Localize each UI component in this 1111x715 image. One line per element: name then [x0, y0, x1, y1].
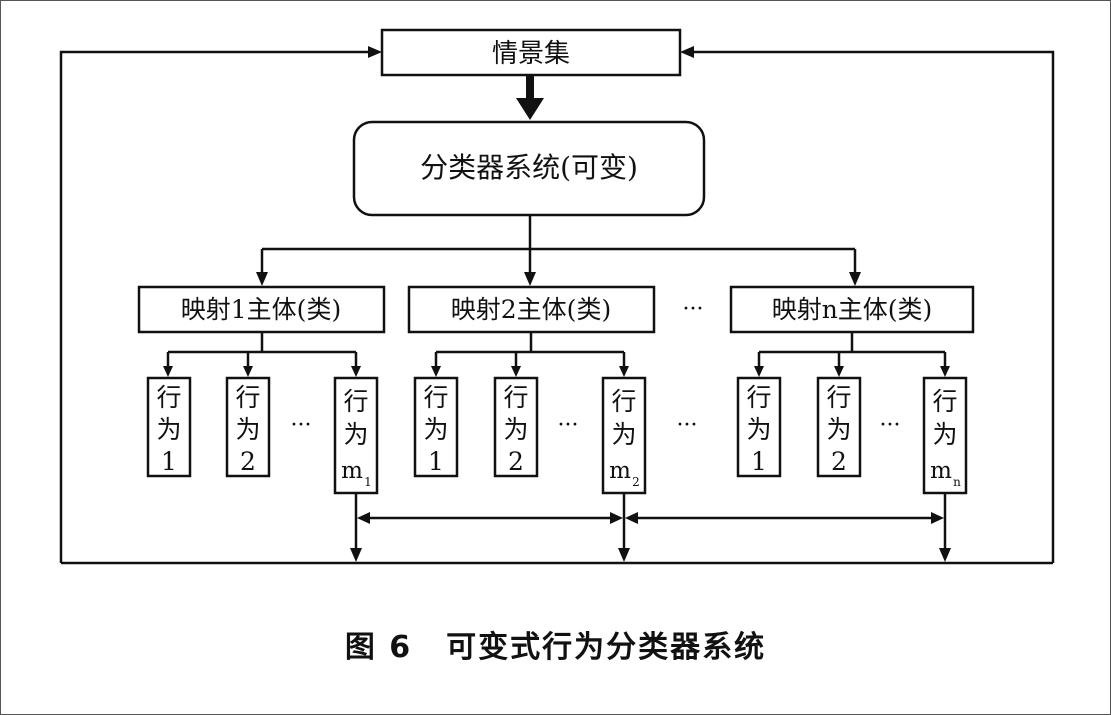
behavior-number: 1	[428, 447, 444, 476]
behavior-box	[736, 376, 782, 478]
behavior-number: 2	[240, 447, 256, 476]
subject-2-box	[407, 285, 656, 334]
behavior-char: 行	[932, 387, 957, 416]
link-arrowhead	[931, 512, 944, 524]
behavior-char: 行	[235, 383, 260, 412]
behavior-variable: m	[930, 458, 952, 484]
m1-down-arrowhead	[350, 548, 362, 562]
subject-1-box	[137, 285, 386, 334]
behavior-char: 行	[503, 383, 528, 412]
subject-2-label: 映射2主体(类)	[451, 295, 611, 324]
feedback-right-arrowhead	[680, 46, 694, 58]
behavior-ellipsis: ···	[880, 413, 901, 438]
figure-number: 图 6	[344, 630, 413, 665]
subject-ellipsis: ···	[683, 297, 704, 322]
behavior-ellipsis: ···	[291, 413, 312, 438]
group-ellipsis: ···	[677, 413, 698, 438]
behavior-box	[493, 376, 539, 478]
link-arrowhead	[610, 512, 623, 524]
behavior-arrowhead	[431, 366, 441, 377]
behavior-char: 行	[826, 383, 851, 412]
subject-n-arrowhead	[849, 272, 861, 286]
behavior-arrowhead	[619, 366, 629, 377]
behavior-subscript: n	[953, 475, 961, 489]
scenario-set-box	[380, 28, 682, 77]
behavior-box	[225, 376, 271, 478]
m2-down-arrowhead	[618, 548, 630, 562]
link-arrowhead	[357, 512, 370, 524]
behavior-number: 2	[831, 447, 847, 476]
behavior-arrowhead	[243, 366, 253, 377]
figure-caption: 图 6 可变式行为分类器系统	[0, 622, 1111, 666]
behavior-char: 行	[746, 383, 771, 412]
subject-2-behavior-branch	[436, 332, 624, 354]
behavior-variable: m	[609, 458, 631, 484]
behavior-arrowhead	[351, 366, 361, 377]
link-arrowhead	[625, 512, 638, 524]
behavior-box	[922, 376, 968, 495]
behavior-box	[413, 376, 459, 478]
scenario-set-label: 情景集	[492, 39, 570, 69]
behavior-box	[333, 376, 379, 495]
feedback-left-line	[59, 50, 376, 563]
behavior-char: 为	[611, 420, 636, 449]
behavior-arrowhead	[163, 366, 173, 377]
classifier-system-label: 分类器系统(可变)	[420, 151, 638, 184]
subject-1-arrowhead	[256, 272, 268, 286]
mn-down-arrowhead	[939, 548, 951, 562]
behavior-char: 为	[156, 415, 181, 444]
behavior-char: 为	[343, 420, 368, 449]
behavior-char: 为	[235, 415, 260, 444]
feedback-left-arrowhead	[368, 46, 382, 58]
behavior-box	[816, 376, 862, 478]
behavior-char: 行	[611, 387, 636, 416]
behavior-arrowhead	[511, 366, 521, 377]
behavior-number: 1	[751, 447, 767, 476]
main-arrowhead	[516, 98, 544, 120]
behavior-char: 为	[826, 415, 851, 444]
behavior-ellipsis: ···	[558, 413, 579, 438]
behavior-char: 行	[343, 387, 368, 416]
behavior-char: 为	[423, 415, 448, 444]
behavior-char: 为	[932, 420, 957, 449]
behavior-subscript: 2	[632, 475, 640, 489]
behavior-variable: m	[341, 458, 363, 484]
subject-2-arrowhead	[524, 272, 536, 286]
behavior-subscript: 1	[364, 475, 372, 489]
subject-1-behavior-drops	[166, 352, 358, 370]
behavior-arrowhead	[940, 366, 950, 377]
subject-n-label: 映射n主体(类)	[772, 295, 933, 324]
behavior-char: 行	[156, 383, 181, 412]
subject-1-label: 映射1主体(类)	[181, 295, 341, 324]
behavior-number: 1	[161, 447, 177, 476]
figure-title: 可变式行为分类器系统	[446, 630, 767, 665]
behavior-char: 行	[423, 383, 448, 412]
feedback-right-line	[686, 50, 1055, 563]
behavior-arrowhead	[834, 366, 844, 377]
behavior-char: 为	[503, 415, 528, 444]
subject-1-behavior-branch	[168, 332, 356, 354]
subject-2-behavior-drops	[434, 352, 626, 370]
subject-n-behavior-branch	[759, 332, 945, 354]
behavior-box	[146, 376, 192, 478]
behavior-char: 为	[746, 415, 771, 444]
subject-n-behavior-drops	[757, 352, 947, 370]
behavior-arrowhead	[754, 366, 764, 377]
behavior-number: 2	[508, 447, 524, 476]
